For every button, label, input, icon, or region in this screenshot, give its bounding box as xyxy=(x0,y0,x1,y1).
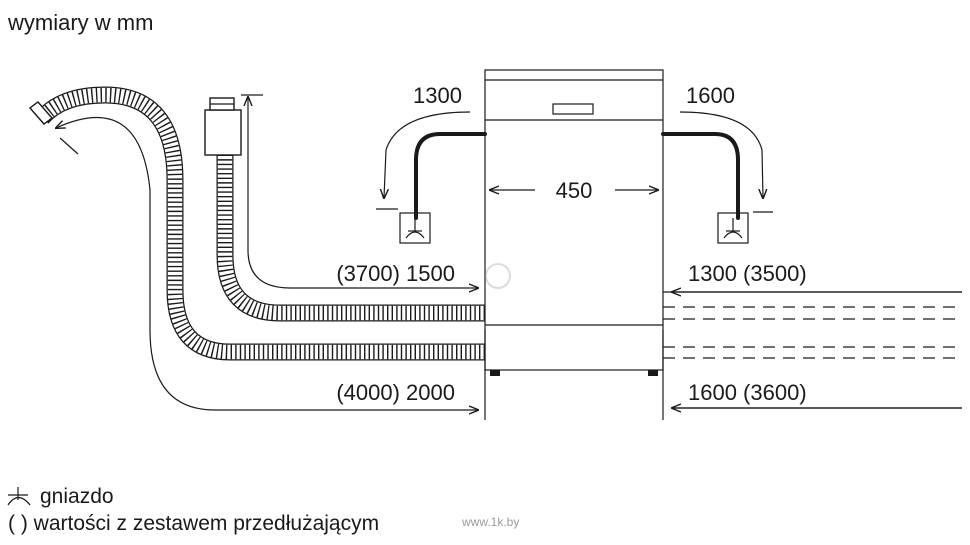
drain-reach-marker xyxy=(56,117,478,410)
watermark-logo xyxy=(485,263,511,289)
dishwasher-outline-icon xyxy=(484,69,664,376)
right-power-cable xyxy=(661,111,773,220)
legend-socket: gniazdo xyxy=(40,485,114,508)
top-right-dimension: 1600 xyxy=(686,83,735,108)
width-label: 450 xyxy=(556,178,593,203)
mid-left-dimension: (3700) 1500 xyxy=(336,261,455,286)
legend-extension: ( ) wartości z zestawem przedłużającym xyxy=(8,512,379,535)
bottom-left-dimension: (4000) 2000 xyxy=(336,380,455,405)
units-title: wymiary w mm xyxy=(7,10,153,35)
top-left-dimension: 1300 xyxy=(413,83,462,108)
socket-icon xyxy=(717,212,749,244)
inlet-height-marker xyxy=(241,94,478,288)
bottom-right-dimension: 1600 (3600) xyxy=(688,380,807,405)
legend-socket-icon xyxy=(7,487,31,506)
left-power-cable xyxy=(376,111,487,220)
mid-right-dimension: 1300 (3500) xyxy=(688,261,807,286)
watermark-text: www.1k.by xyxy=(461,515,519,529)
